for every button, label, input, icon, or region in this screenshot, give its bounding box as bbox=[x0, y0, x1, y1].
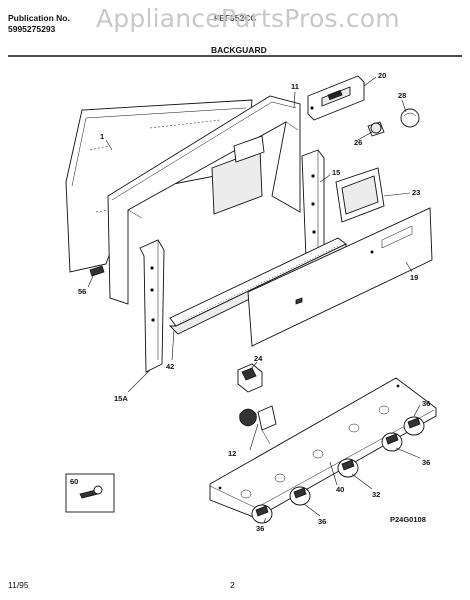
callout-28: 28 bbox=[398, 91, 406, 100]
callout-19: 19 bbox=[410, 273, 418, 282]
callout-12: 12 bbox=[228, 449, 236, 458]
watermark: AppliancePartsPros.com bbox=[96, 4, 400, 33]
callout-60: 60 bbox=[70, 477, 78, 486]
right-end-bracket-part-15 bbox=[301, 149, 325, 259]
publication-number: 5995275293 bbox=[8, 24, 56, 34]
callout-56: 56 bbox=[78, 287, 86, 296]
callout-32: 32 bbox=[372, 490, 380, 499]
screw-inset-part-60 bbox=[65, 473, 115, 513]
model-number: FEF352CC bbox=[214, 13, 257, 23]
callout-23: 23 bbox=[412, 188, 420, 197]
leader-lines bbox=[87, 76, 421, 523]
section-title: BACKGUARD bbox=[211, 45, 267, 55]
callout-labels: 1 11 20 28 26 15 23 19 56 42 15A 24 36 1… bbox=[70, 71, 430, 533]
clock-module-part-20 bbox=[307, 75, 365, 121]
callout-36-bottom-left: 36 bbox=[256, 524, 264, 533]
control-panel-overlay-part-19 bbox=[247, 207, 433, 347]
clock-knob-part-28 bbox=[400, 108, 420, 128]
clock-stem-part-26 bbox=[367, 121, 385, 137]
callout-36-right: 36 bbox=[422, 458, 430, 467]
callout-26: 26 bbox=[354, 138, 362, 147]
callout-42: 42 bbox=[166, 362, 174, 371]
callout-24: 24 bbox=[254, 354, 263, 363]
left-end-bracket-part-15A bbox=[139, 239, 165, 373]
callout-1: 1 bbox=[100, 132, 104, 141]
screw-part-56 bbox=[89, 265, 105, 277]
publication-label: Publication No. bbox=[8, 13, 70, 23]
callout-15: 15 bbox=[332, 168, 340, 177]
control-knobs-part-32-36 bbox=[251, 416, 425, 524]
callout-15A: 15A bbox=[114, 394, 128, 403]
switch-part-24 bbox=[237, 363, 263, 393]
footer-page-number: 2 bbox=[230, 580, 235, 590]
callout-40: 40 bbox=[336, 485, 344, 494]
lower-control-panel-part-40 bbox=[209, 377, 437, 519]
callout-36-bottom-mid: 36 bbox=[318, 517, 326, 526]
backguard-frame-part-11 bbox=[107, 95, 301, 305]
callout-11: 11 bbox=[291, 82, 299, 91]
footer-date: 11/95 bbox=[8, 580, 29, 590]
callout-36-top: 36 bbox=[422, 399, 430, 408]
callout-20: 20 bbox=[378, 71, 386, 80]
diagram-code: P24G0108 bbox=[390, 515, 426, 524]
infinite-switch-part-12 bbox=[239, 405, 277, 445]
lens-part-23 bbox=[335, 167, 385, 223]
